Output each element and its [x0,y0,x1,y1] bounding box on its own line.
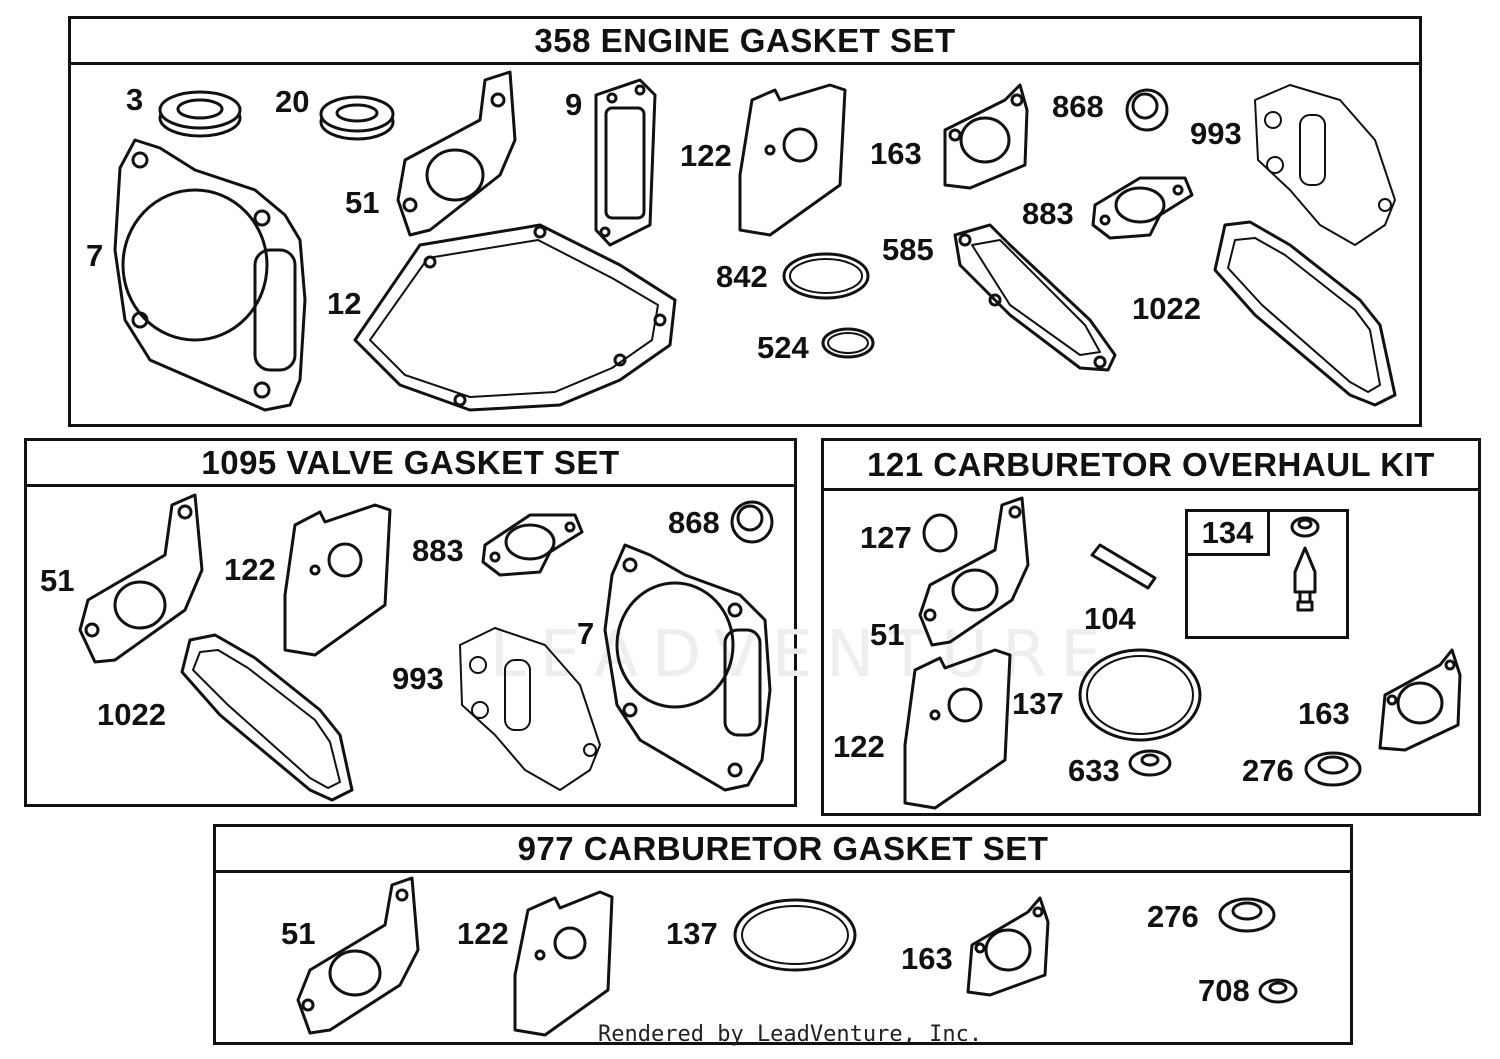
panel-title: 358 ENGINE GASKET SET [71,19,1419,65]
part-number: 12 [327,286,362,321]
part-number: 51 [870,617,905,652]
part-number: 585 [882,232,934,267]
part-number: 137 [1012,686,1064,721]
part-number: 883 [1022,196,1074,231]
part-number: 9 [565,87,583,122]
render-credit: Rendered by LeadVenture, Inc. [598,1022,983,1047]
needle-and-seat-box: 134 [1185,509,1349,639]
part-number: 3 [126,82,144,117]
part-number: 127 [860,520,912,555]
part-number: 7 [577,616,595,651]
panel-title: 1095 VALVE GASKET SET [27,441,794,487]
panel-title: 121 CARBURETOR OVERHAUL KIT [824,441,1478,491]
part-number: 868 [1052,89,1104,124]
part-number: 51 [345,185,380,220]
part-number: 163 [1298,696,1350,731]
part-number: 1022 [1132,291,1201,326]
part-number: 163 [870,136,922,171]
panel-title: 977 CARBURETOR GASKET SET [216,827,1350,873]
part-number: 708 [1198,973,1250,1008]
part-number: 7 [86,238,104,273]
part-number: 122 [224,552,276,587]
part-number: 104 [1084,601,1136,636]
part-number: 122 [833,729,885,764]
part-number: 20 [275,84,310,119]
part-number: 1022 [97,697,166,732]
part-number: 524 [757,330,809,365]
part-number: 137 [666,916,718,951]
part-number: 842 [716,259,768,294]
part-number: 993 [392,661,444,696]
part-number: 276 [1242,753,1294,788]
part-number: 868 [668,505,720,540]
part-number: 163 [901,941,953,976]
part-number: 134 [1188,512,1270,556]
part-number: 276 [1147,899,1199,934]
part-number: 51 [40,563,75,598]
part-number: 633 [1068,753,1120,788]
part-number: 883 [412,533,464,568]
part-number: 122 [680,138,732,173]
part-number: 122 [457,916,509,951]
part-number: 51 [281,916,316,951]
engine-gasket-set-panel: 358 ENGINE GASKET SET [68,16,1422,427]
carburetor-gasket-set-panel: 977 CARBURETOR GASKET SET [213,824,1353,1045]
part-number: 993 [1190,116,1242,151]
